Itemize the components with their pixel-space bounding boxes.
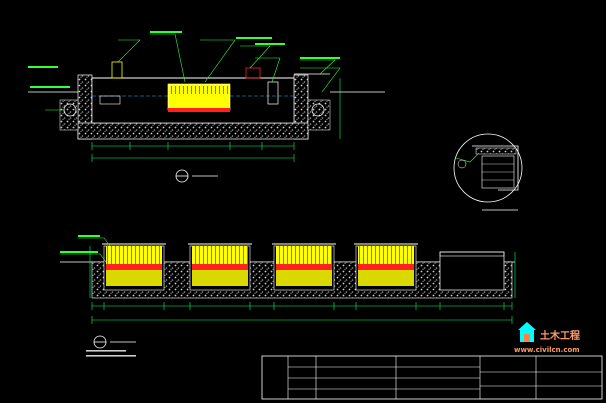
outlet-pipe xyxy=(311,103,325,117)
plan-label xyxy=(86,335,136,357)
filter-bay xyxy=(354,243,418,291)
detail-a xyxy=(453,133,523,211)
filter-bay xyxy=(102,243,166,291)
filter-bay xyxy=(188,243,252,291)
watermark-url: www.civilcn.com xyxy=(514,346,580,354)
title-block xyxy=(261,355,603,400)
section-view xyxy=(28,31,385,162)
section-label xyxy=(175,169,218,183)
filter-bay xyxy=(272,243,336,291)
end-bay xyxy=(439,251,505,291)
watermark-logo: 土木工程 www.civilcn.com xyxy=(514,322,580,354)
watermark-cn: 土木工程 xyxy=(540,329,580,342)
plan-view xyxy=(60,235,516,324)
base-slab xyxy=(77,122,309,140)
